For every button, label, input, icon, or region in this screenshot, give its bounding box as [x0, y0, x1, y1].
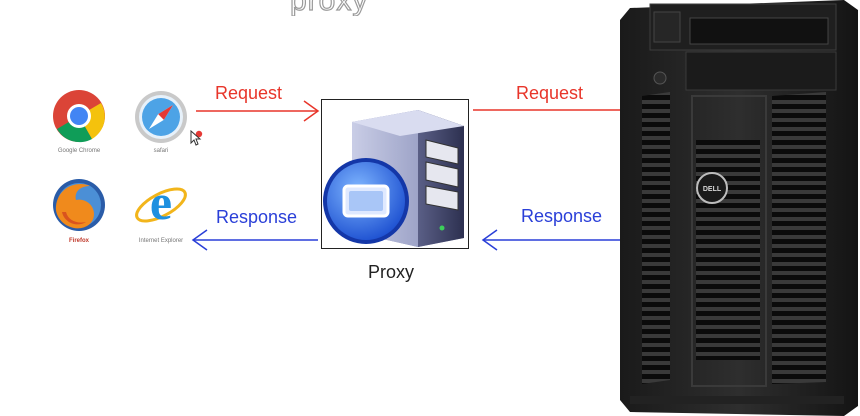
browser-caption: Google Chrome	[57, 148, 101, 154]
server-request-label: Request	[516, 83, 584, 103]
browser-firefox: Firefox	[44, 176, 114, 244]
svg-text:e: e	[150, 174, 172, 230]
mouse-cursor-icon	[190, 130, 203, 146]
client-request-arrow	[196, 100, 320, 122]
proxy-label: Proxy	[367, 262, 414, 282]
browser-caption: Internet Explorer	[138, 238, 184, 244]
client-response-arrow	[191, 229, 318, 251]
chrome-icon	[53, 90, 105, 143]
proxy-server-icon	[323, 110, 464, 247]
slide-title: proxy	[290, 0, 374, 16]
dell-logo-text: DELL	[703, 186, 722, 193]
browser-safari: safari	[126, 90, 196, 154]
browser-caption: Firefox	[68, 238, 89, 244]
proxy-box	[321, 99, 469, 249]
client-request-label: Request	[215, 83, 283, 103]
browser-caption: safari	[153, 148, 169, 154]
safari-icon	[135, 91, 187, 143]
firefox-icon	[53, 179, 105, 231]
server-response-label: Response	[521, 206, 603, 226]
ie-icon: e	[135, 174, 187, 230]
browser-chrome: Google Chrome	[44, 88, 114, 154]
client-response-label: Response	[216, 207, 298, 227]
dell-logo-icon	[696, 172, 728, 204]
browser-ie: e Internet Explorer	[126, 174, 196, 244]
dell-server-tower: DELL	[620, 0, 858, 416]
server-response-arrow	[481, 229, 642, 251]
